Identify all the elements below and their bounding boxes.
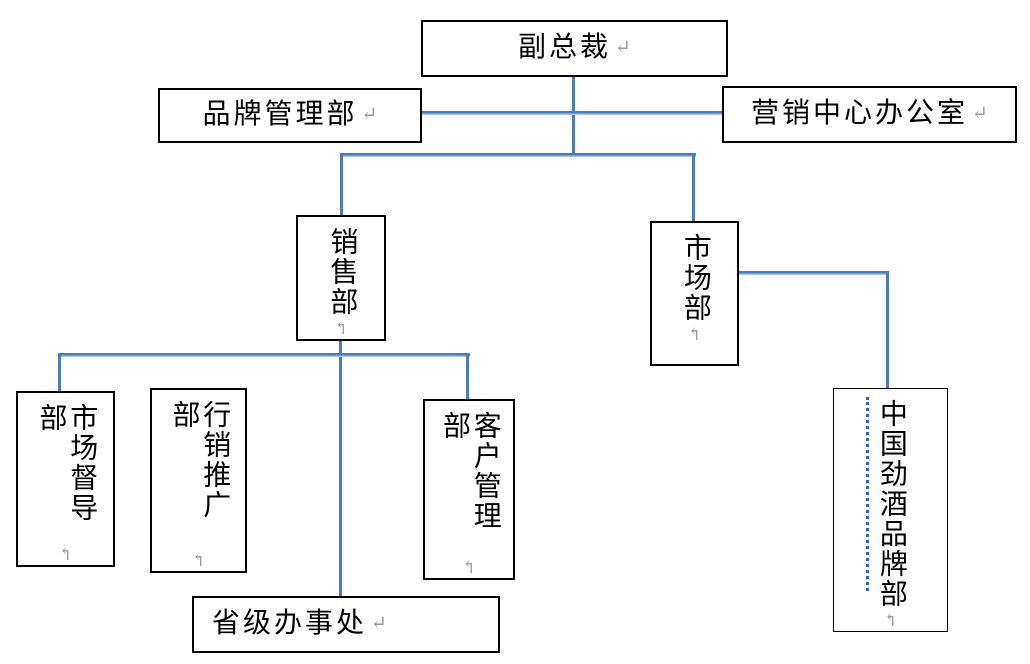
org-box-label: 品牌管理部	[202, 99, 358, 131]
connector-vp-stem[interactable]	[572, 77, 575, 157]
org-box-label: 中国劲酒品牌部	[875, 399, 907, 609]
connector-brand-to-office[interactable]	[422, 111, 722, 115]
connector-drop-to-supervision[interactable]	[58, 354, 61, 392]
org-box-customer-management[interactable]: 客户管理部 ↰	[423, 399, 515, 580]
org-box-label: 市场督导部	[35, 403, 98, 523]
org-box-label: 市场部	[679, 233, 711, 323]
org-box-market-dept[interactable]: 市场部 ↰	[650, 221, 739, 366]
org-box-label: 销售部	[326, 227, 358, 317]
spellcheck-underline-icon	[865, 397, 869, 591]
paragraph-mark-icon: ↰	[191, 551, 206, 571]
connector-drop-to-market[interactable]	[692, 154, 695, 222]
org-box-provincial-office[interactable]: 省级办事处 ↵	[192, 596, 500, 653]
paragraph-mark-icon: ↰	[883, 611, 898, 630]
org-box-vice-president[interactable]: 副总裁 ↵	[421, 20, 728, 77]
connector-drop-to-customer[interactable]	[466, 354, 469, 400]
org-box-brand-management[interactable]: 品牌管理部 ↵	[158, 88, 422, 143]
org-box-label: 副总裁	[518, 32, 612, 64]
connector-drop-to-sales[interactable]	[340, 154, 343, 216]
paragraph-mark-icon: ↵	[972, 103, 988, 125]
paragraph-mark-icon: ↰	[58, 545, 73, 565]
org-box-sales-dept[interactable]: 销售部 ↰	[296, 215, 386, 341]
org-box-jingjiu-brand[interactable]: 中国劲酒品牌部 ↰	[833, 388, 948, 632]
paragraph-mark-icon: ↵	[371, 613, 387, 635]
paragraph-mark-icon: ↵	[361, 104, 378, 126]
org-box-label: 省级办事处	[212, 608, 368, 640]
org-box-label: 行销推广部	[168, 400, 231, 520]
connector-market-arm[interactable]	[738, 271, 889, 275]
paragraph-mark-icon: ↵	[615, 37, 631, 59]
paragraph-mark-icon: ↰	[461, 558, 477, 578]
connector-sales-children-horizontal[interactable]	[58, 353, 470, 357]
paragraph-mark-icon: ↰	[333, 319, 349, 338]
org-box-market-supervision[interactable]: 市场督导部 ↰	[16, 391, 115, 567]
org-box-label: 营销中心办公室	[751, 98, 969, 130]
paragraph-mark-icon: ↰	[687, 325, 702, 344]
org-box-marketing-office[interactable]: 营销中心办公室 ↵	[722, 86, 1017, 143]
org-box-label: 客户管理部	[439, 411, 501, 531]
org-box-marketing-promotion[interactable]: 行销推广部 ↰	[150, 388, 247, 573]
connector-level2-horizontal[interactable]	[340, 153, 696, 157]
connector-drop-to-jingjiu[interactable]	[886, 272, 889, 389]
connector-sales-to-provincial[interactable]	[339, 340, 342, 597]
